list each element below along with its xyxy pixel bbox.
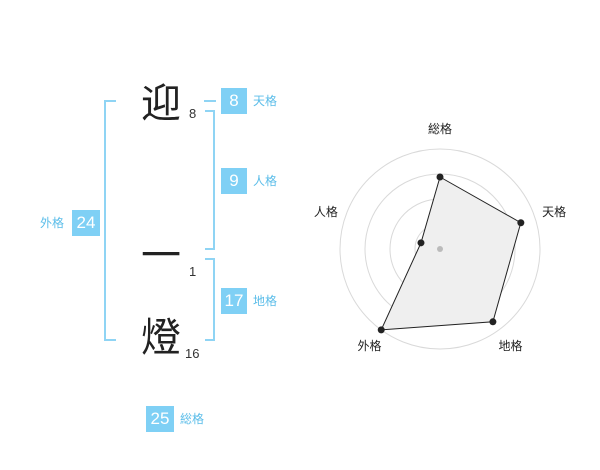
gaikaku-value: 24 bbox=[72, 210, 100, 236]
earth-bracket-vertical bbox=[213, 258, 215, 341]
person-bracket-bottom bbox=[205, 248, 215, 250]
radar-point bbox=[417, 239, 425, 247]
jinkaku-label: 人格 bbox=[253, 174, 278, 188]
person-bracket-top bbox=[205, 110, 215, 112]
stroke-count-1: 8 bbox=[189, 106, 197, 121]
outer-bracket-bottom bbox=[104, 339, 116, 341]
chikaku-value: 17 bbox=[221, 288, 247, 314]
soukaku-value: 25 bbox=[146, 406, 174, 432]
jinkaku-value: 9 bbox=[221, 168, 247, 194]
chikaku-label: 地格 bbox=[253, 294, 278, 308]
outer-bracket-top bbox=[104, 100, 116, 102]
stroke-count-3: 16 bbox=[185, 346, 200, 361]
tenkaku-value: 8 bbox=[221, 88, 247, 114]
person-bracket-vertical bbox=[213, 110, 215, 250]
gaikaku-label: 外格 bbox=[40, 216, 65, 230]
radar-grid-ring bbox=[339, 148, 541, 350]
radar-axis-label: 天格 bbox=[542, 204, 566, 219]
radar-axis-label: 地格 bbox=[498, 338, 522, 353]
radar-axis-label: 外格 bbox=[357, 338, 381, 353]
radar-point bbox=[377, 326, 385, 334]
radar-point bbox=[489, 318, 497, 326]
radar-axis-label: 人格 bbox=[314, 204, 338, 219]
radar-point bbox=[436, 173, 444, 181]
name-char-1: 迎 bbox=[141, 81, 181, 127]
name-char-3: 燈 bbox=[141, 315, 181, 361]
heaven-bracket-tick bbox=[204, 100, 216, 102]
stroke-count-2: 1 bbox=[189, 264, 197, 279]
soukaku-label: 総格 bbox=[180, 412, 205, 426]
name-char-2: 一 bbox=[141, 233, 181, 279]
radar-series-area bbox=[380, 176, 522, 331]
radar-center-dot bbox=[437, 246, 443, 252]
radar-point bbox=[517, 219, 525, 227]
radar-axis-label: 総格 bbox=[428, 121, 452, 136]
outer-bracket-vertical bbox=[104, 100, 106, 341]
tenkaku-label: 天格 bbox=[253, 94, 278, 108]
earth-bracket-bottom bbox=[205, 339, 215, 341]
earth-bracket-top bbox=[205, 258, 215, 260]
